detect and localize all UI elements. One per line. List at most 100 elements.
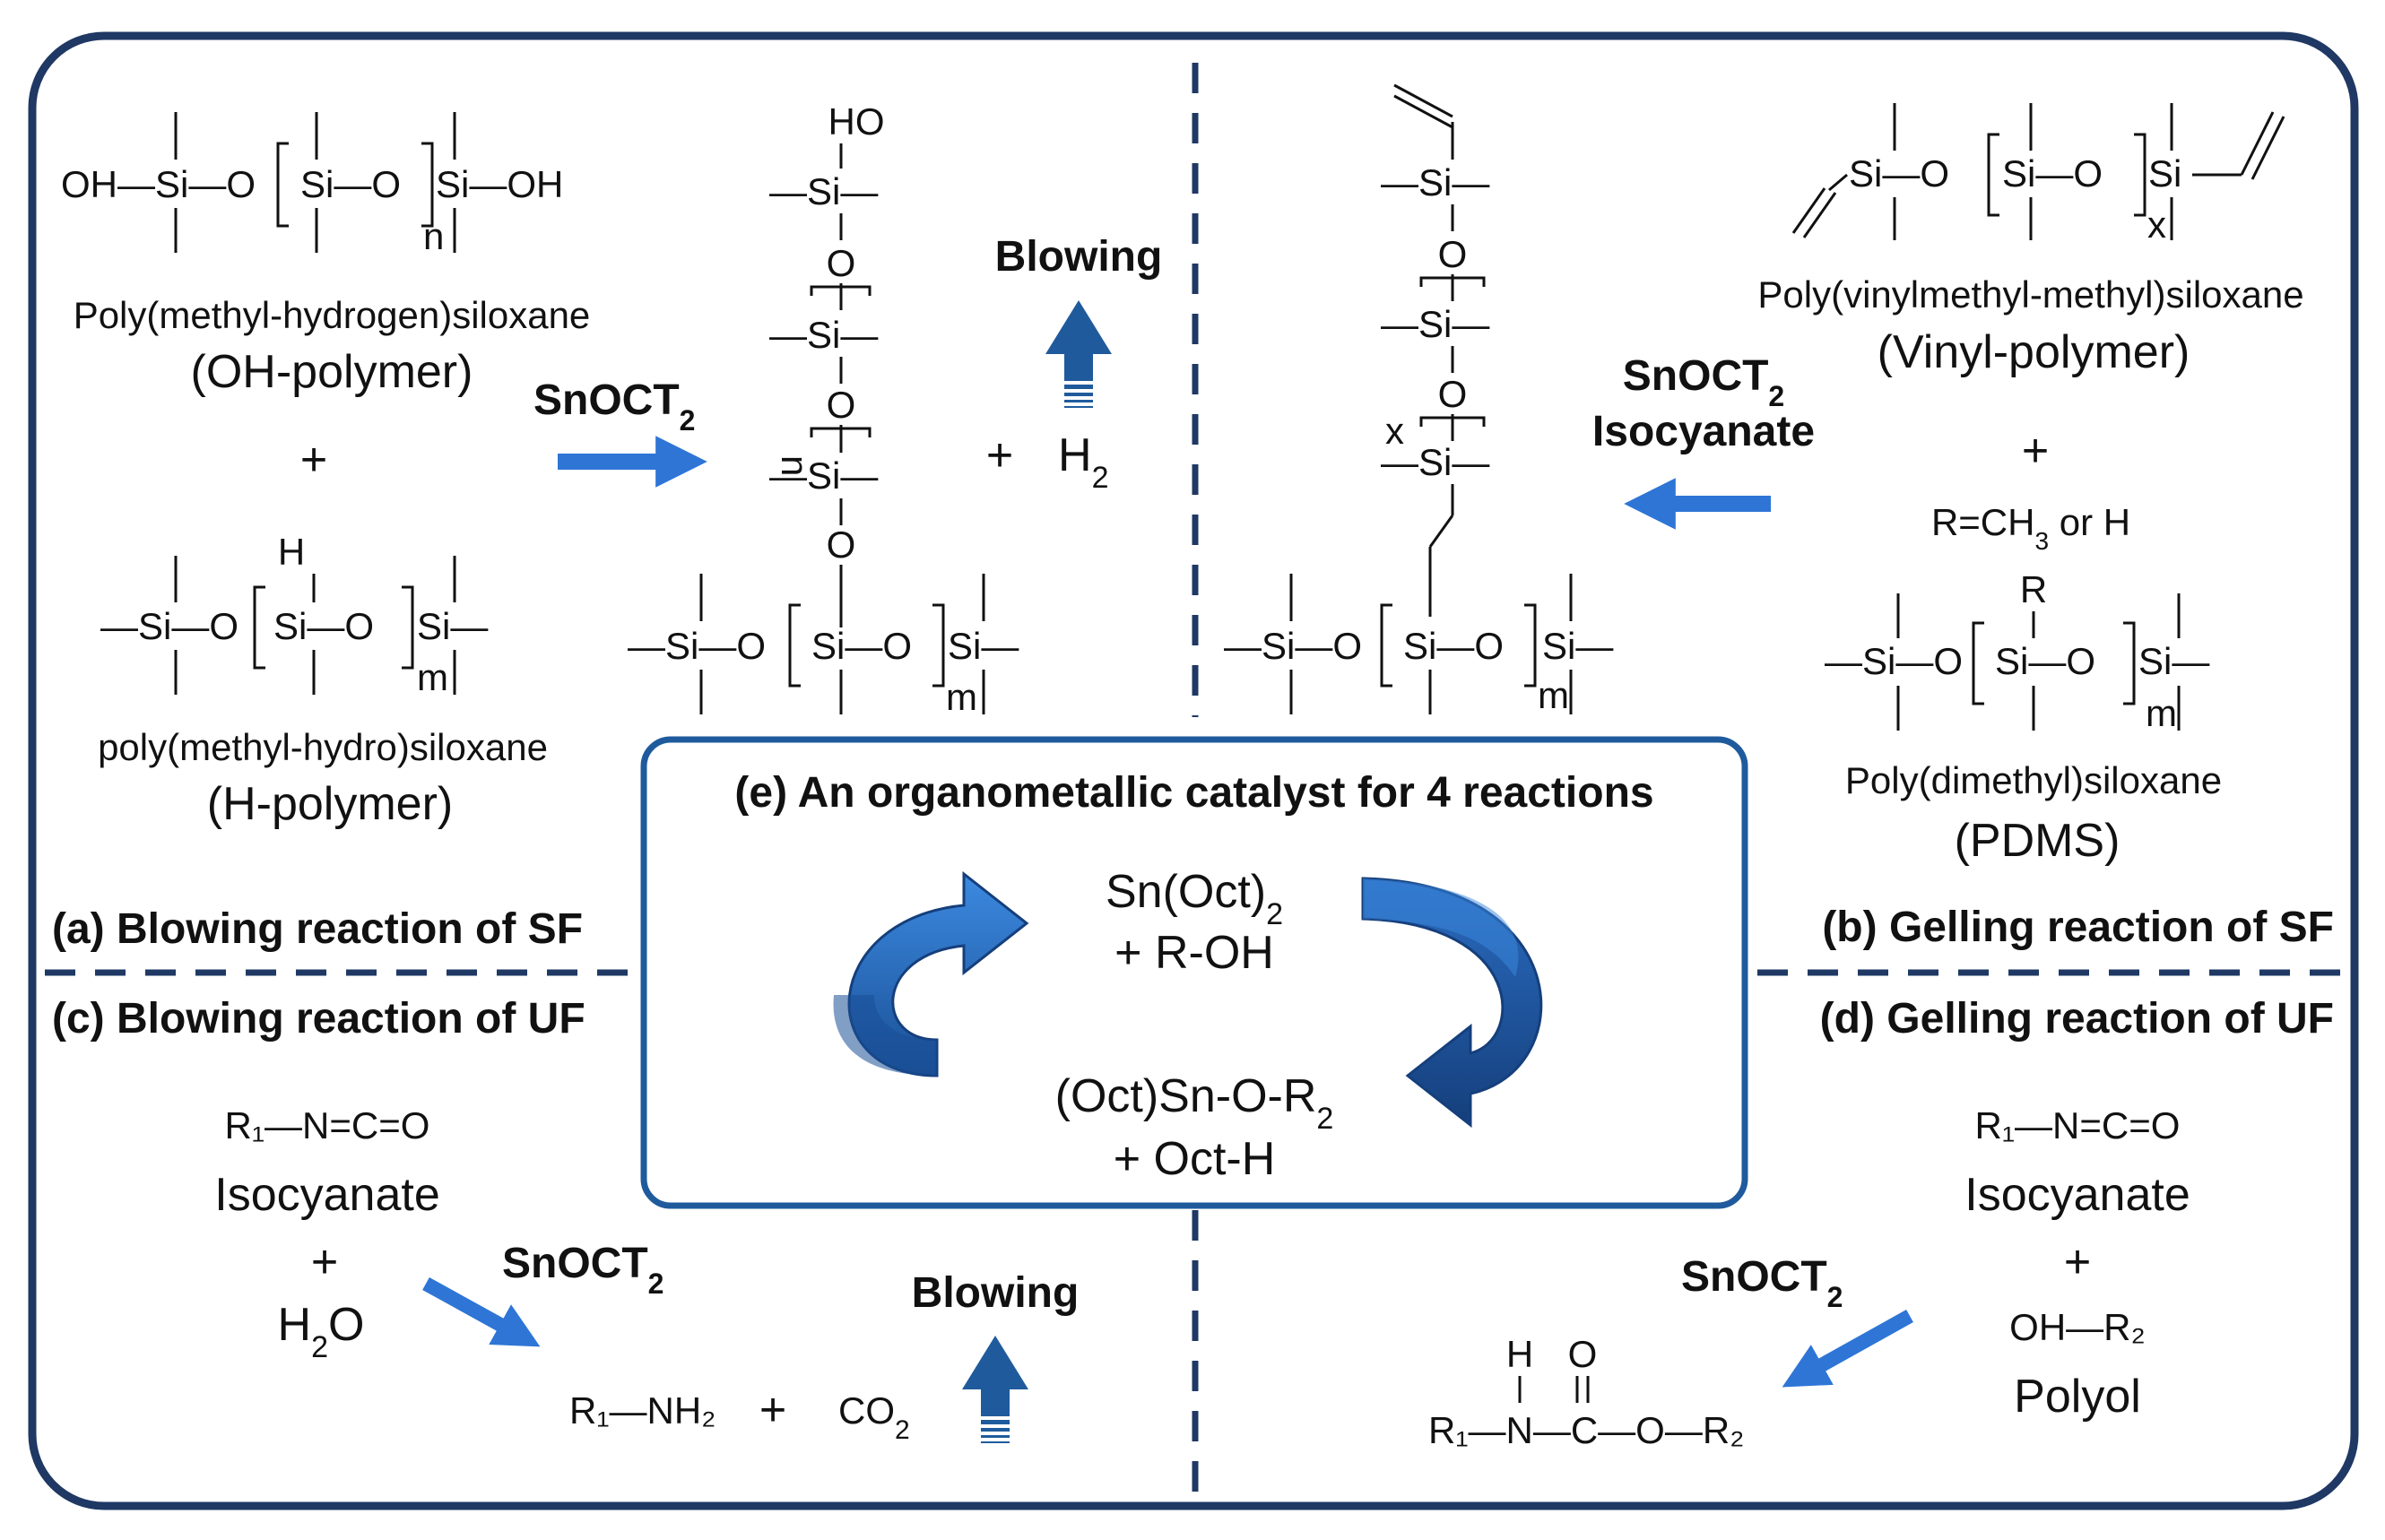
panel-label-b: (b) Gelling reaction of SF [1822,904,2334,951]
catalyst-label-d: SnOCT2 [1681,1253,1843,1313]
outer-frame [28,31,2359,1510]
oh-polymer-short: (OH-polymer) [191,346,473,398]
svg-text:H: H [1506,1333,1533,1375]
catalyst-label-c: SnOCT2 [502,1240,663,1300]
isocyanate-name-d: Isocyanate [1964,1169,2190,1221]
isocyanate-formula-c: R₁—N=C=O [225,1104,430,1146]
panel-d: (d) Gelling reaction of UF R₁—N=C=O Isoc… [1428,995,2334,1451]
vinyl-polymer-structure: Si—O Si—O Si x [1791,103,2285,246]
svg-text:Si—OH: Si—OH [436,163,563,205]
svg-text:O: O [1568,1333,1598,1375]
blowing-label-a: Blowing [995,233,1163,281]
h-polymer-name: poly(methyl-hydro)siloxane [98,726,548,768]
svg-text:—Si—O: —Si—O [100,605,238,647]
catalyst-label-a: SnOCT2 [533,376,695,437]
oh-polymer-name: Poly(methyl-hydrogen)siloxane [74,294,591,336]
svg-text:m: m [1538,674,1569,716]
pdms-structure: R —Si—O Si—O Si— m [1825,568,2209,734]
isocyanate-name-c: Isocyanate [214,1169,440,1221]
catalyst2-label-b: Isocyanate [1592,408,1815,455]
svg-text:—Si—: —Si— [1381,441,1489,483]
plus-sign-c: + [311,1236,338,1288]
amine: R₁—NH₂ [569,1389,716,1432]
svg-text:—Si—O: —Si—O [1224,625,1362,667]
cycle-top-line1: Sn(Oct)2 [1106,866,1283,931]
panel-label-e: (e) An organometallic catalyst for 4 rea… [734,769,1653,817]
plus-sign: + [300,434,327,486]
hydrogen-gas: H2 [1058,429,1108,495]
svg-text:Si—O: Si—O [2002,152,2103,195]
svg-text:—Si—: —Si— [769,170,878,212]
up-arrow-a [1045,300,1112,408]
svg-text:x: x [2147,203,2166,246]
panel-b: —Si— O —Si— O —Si— x —Si—O Si—O Si— m [1224,83,2334,951]
product-structure-a: HO —Si— O —Si— O —Si— n O —Si—O Si—O Si—… [628,100,1019,718]
svg-text:O: O [827,384,856,426]
up-arrow-c [962,1336,1028,1443]
reaction-arrow-c [422,1276,541,1347]
svg-text:Si—O: Si—O [1403,625,1504,667]
polyol-formula: OH—R₂ [2009,1306,2146,1348]
svg-text:n: n [423,215,444,257]
svg-text:—Si—O: —Si—O [1825,640,1963,682]
vinyl-polymer-short: (Vinyl-polymer) [1878,326,2190,378]
catalytic-cycle [833,870,1543,1129]
svg-text:—Si—: —Si— [1381,161,1489,203]
panel-e: (e) An organometallic catalyst for 4 rea… [640,736,1748,1209]
svg-text:H: H [278,531,305,573]
plus-sign-d: + [2064,1236,2091,1288]
pdms-short: (PDMS) [1955,815,2120,867]
vinyl-polymer-name: Poly(vinylmethyl-methyl)siloxane [1757,273,2303,316]
plus-sign-b: + [2022,425,2049,477]
svg-text:Si—: Si— [2138,640,2209,682]
h-polymer-short: (H-polymer) [207,778,453,830]
svg-text:O: O [1438,233,1468,275]
svg-text:m: m [2146,692,2177,734]
svg-text:Si—O: Si—O [1849,152,1949,195]
reaction-arrow-d [1782,1310,1913,1388]
svg-text:Si—: Si— [417,605,488,647]
panel-label-c: (c) Blowing reaction of UF [52,995,585,1043]
svg-text:—Si—: —Si— [769,454,878,497]
svg-text:R: R [2020,568,2047,610]
svg-text:m: m [417,656,448,698]
urethane-structure: H O [1506,1333,1598,1403]
blowing-label-c: Blowing [912,1269,1080,1317]
svg-text:HO: HO [828,100,885,143]
carbon-dioxide: CO2 [838,1389,910,1445]
catalyst-label-b: SnOCT2 [1623,352,1784,412]
panel-a: OH—Si—O Si—O Si—OH n Poly(methyl-hydroge… [52,100,1162,953]
h-polymer-structure: H —Si—O Si—O Si— m [100,531,488,698]
panel-c: (c) Blowing reaction of UF R₁—N=C=O Isoc… [52,995,1079,1445]
oh-polymer-structure: OH—Si—O Si—O Si—OH n [61,112,563,257]
panel-label-d: (d) Gelling reaction of UF [1820,995,2334,1043]
svg-text:OH—Si—O: OH—Si—O [61,163,256,205]
urethane-product: R₁—N—C—O—R₂ [1428,1409,1744,1451]
svg-text:Si—O: Si—O [1995,640,2095,682]
svg-text:O: O [1438,373,1468,415]
svg-text:Si—: Si— [1542,625,1613,667]
svg-text:—Si—O: —Si—O [628,625,766,667]
svg-text:Si—O: Si—O [273,605,374,647]
svg-text:—Si—: —Si— [1381,303,1489,345]
svg-text:Si—O: Si—O [811,625,912,667]
svg-text:O: O [827,523,856,566]
r-definition: R=CH3 or H [1931,501,2130,555]
water: H2O [278,1299,365,1364]
panel-label-a: (a) Blowing reaction of SF [52,905,583,953]
svg-text:—Si—: —Si— [769,314,878,356]
cycle-bottom-line1: (Oct)Sn-O-R2 [1055,1070,1334,1136]
svg-text:m: m [946,676,977,718]
svg-text:Si—O: Si—O [300,163,401,205]
product-structure-b: —Si— O —Si— O —Si— x —Si—O Si—O Si— m [1224,83,1613,716]
plus-sign-c2: + [759,1384,786,1436]
svg-text:x: x [1385,410,1404,452]
cycle-bottom-line2: + Oct-H [1114,1133,1276,1185]
cycle-top-line2: + R-OH [1114,927,1274,979]
svg-text:Si—: Si— [948,625,1019,667]
pdms-name: Poly(dimethyl)siloxane [1845,759,2222,801]
product-plus-a: + [986,429,1013,481]
svg-text:n: n [774,455,816,476]
svg-text:O: O [827,242,856,284]
